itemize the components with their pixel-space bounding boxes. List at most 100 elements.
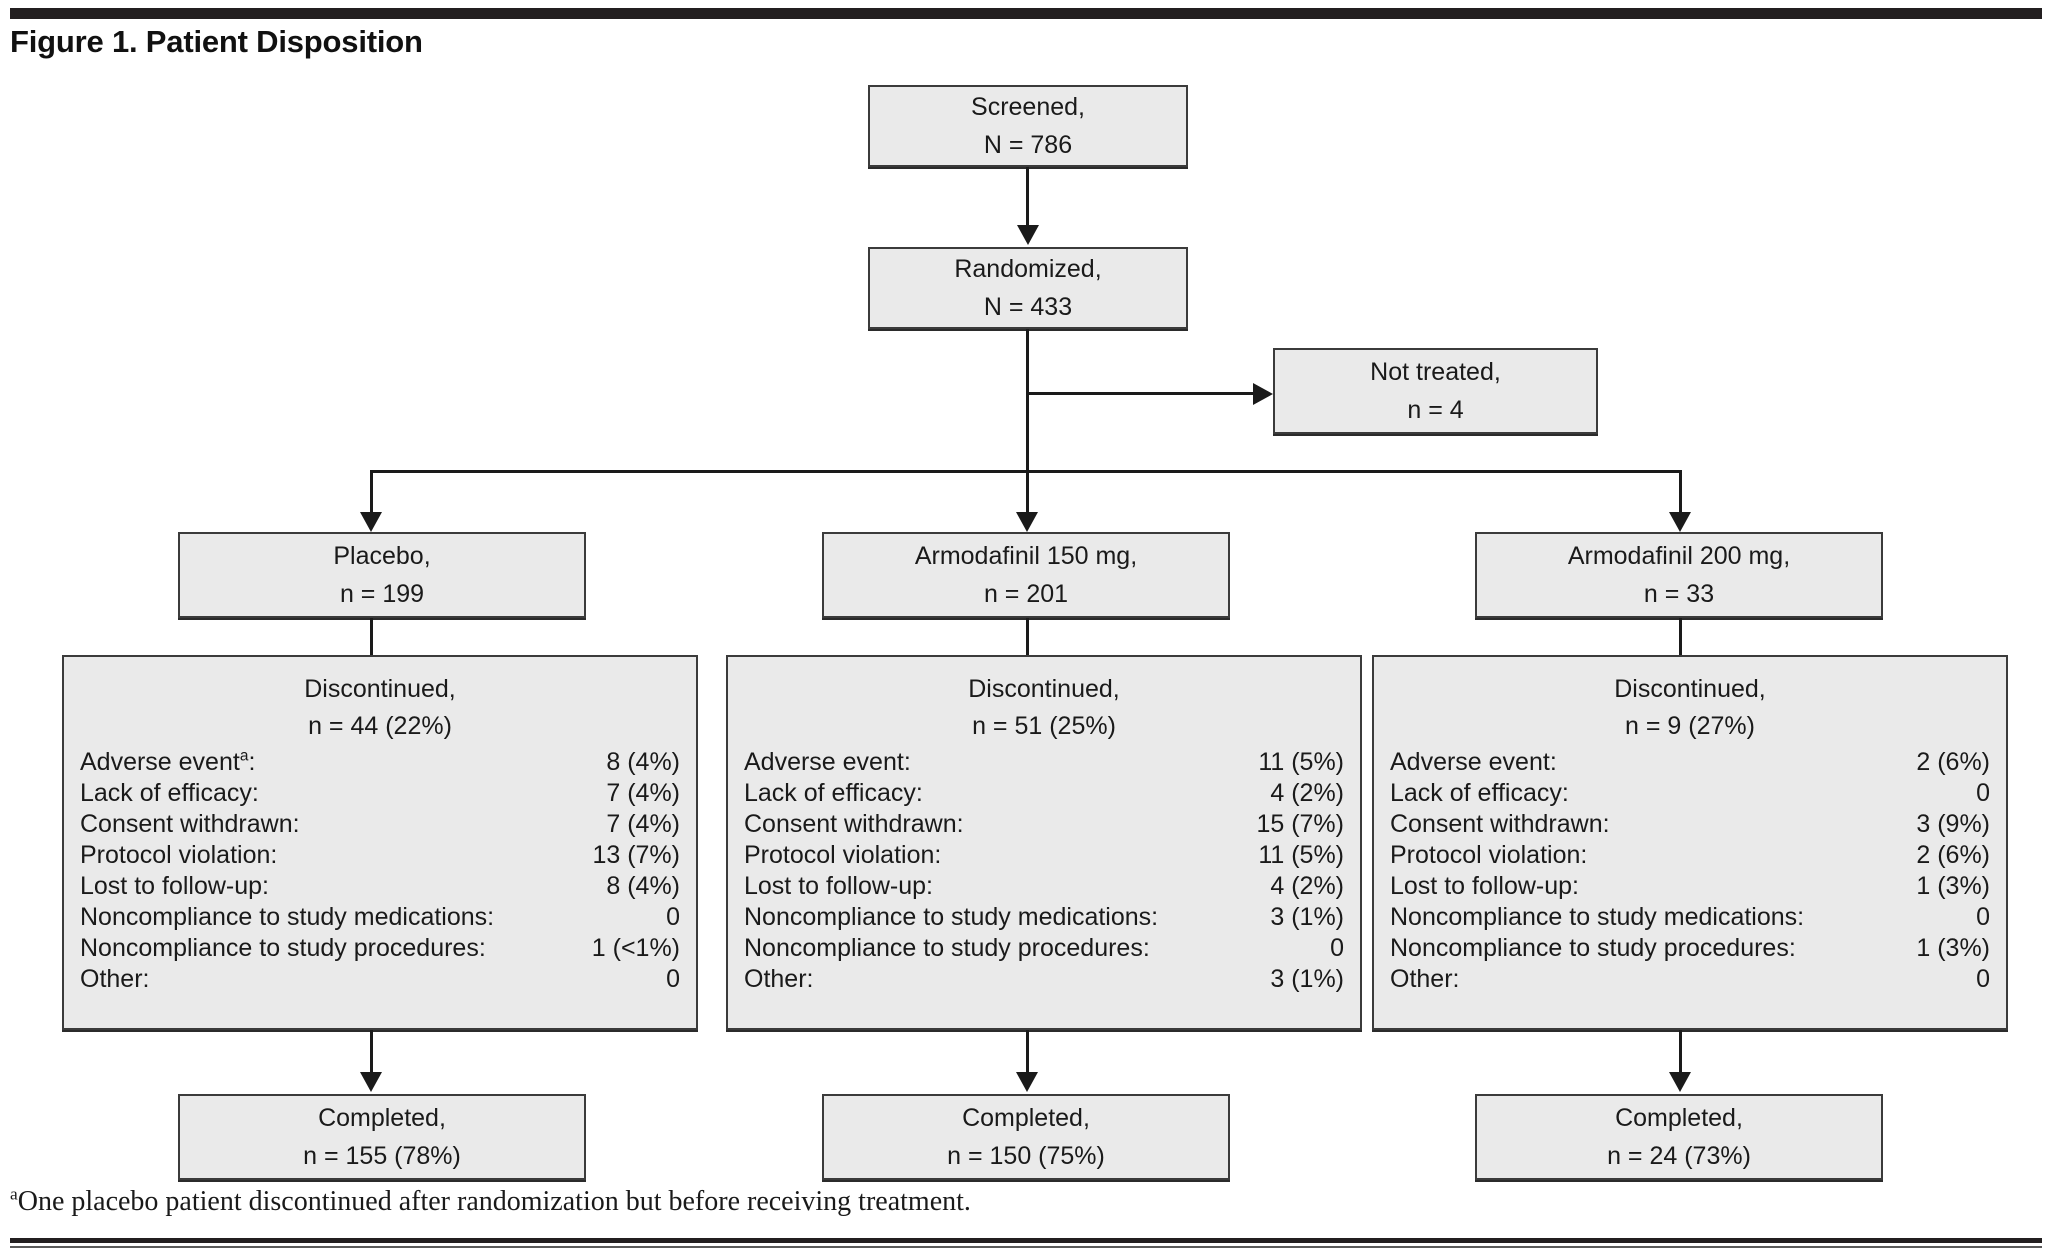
reason-row: Other: 0 [1390,964,1990,995]
armo150-reason-rows: Adverse event: 11 (5%) Lack of efficacy: 4 … [744,747,1344,995]
top-rule [10,8,2042,19]
reason-value: 11 (5%) [1258,748,1344,776]
reason-label: Protocol violation: [1390,841,1588,869]
node-not-treated-label: Not treated, [1370,358,1501,386]
reason-label: Other: [80,965,150,993]
reason-row: Noncompliance to study medications: 0 [1390,902,1990,933]
reason-value: 0 [1976,965,1990,993]
reason-value: 1 (3%) [1916,872,1990,900]
placebo-completed-count: n = 155 (78%) [303,1142,461,1170]
reason-label: Noncompliance to study medications: [1390,903,1805,931]
arrowhead-arm-armo200 [1669,512,1691,532]
footnote-marker: a [10,1184,18,1204]
reason-label: Adverse event: [744,748,911,776]
node-arm-armodafinil-200: Armodafinil 200 mg, n = 33 [1475,532,1883,618]
reason-row: Noncompliance to study medications: 0 [80,902,680,933]
reason-row: Lost to follow-up:4 (2%) [744,871,1344,902]
reason-row: Adverse eventa: 8 (4%) [80,747,680,778]
arm-armo150-enrolled: n = 201 [983,580,1069,608]
reason-label: Noncompliance to study procedures: [744,934,1150,962]
reason-footnote-marker: a [239,747,249,765]
reason-value: 8 (4%) [606,748,680,776]
armo150-discontinued-label: Discontinued, [968,675,1120,703]
reason-label: Adverse event: [1390,748,1557,776]
reason-label: Lost to follow-up: [744,872,933,900]
reason-label: Other: [744,965,814,993]
figure-footnote: aOne placebo patient discontinued after … [10,1184,971,1218]
reason-value: 7 (4%) [606,810,680,838]
connector-armo200-completed [1679,1030,1682,1078]
reason-label: Lack of efficacy: [80,779,259,807]
reason-row: Adverse event: 2 (6%) [1390,747,1990,778]
reason-row: Noncompliance to study procedures: 0 [744,933,1344,964]
placebo-reason-table: Adverse eventa: 8 (4%) Lack of efficacy: 7 … [80,747,680,995]
reason-value: 7 (4%) [606,779,680,807]
reason-label: Other: [1390,965,1460,993]
reason-row: Adverse event: 11 (5%) [744,747,1344,778]
reason-row: Lack of efficacy: 4 (2%) [744,778,1344,809]
placebo-discontinued-label: Discontinued, [304,675,456,703]
connector-armo200-discontinued [1679,618,1682,658]
reason-label: Consent withdrawn: [1390,810,1610,838]
reason-row: Consent withdrawn: 7 (4%) [80,809,680,840]
arrowhead-arm-armo150 [1016,512,1038,532]
node-arm-placebo: Placebo, n = 199 [178,532,586,618]
reason-row: Noncompliance to study procedures:1 (3%) [1390,933,1990,964]
reason-row: Noncompliance to study medications: 3 (1%… [744,902,1344,933]
arm-armo200-name: Armodafinil 200 mg, [1567,542,1791,570]
node-screened-count: N = 786 [983,131,1073,159]
armo200-completed-label: Completed, [1615,1104,1743,1132]
reason-row: Lack of efficacy:0 [1390,778,1990,809]
reason-value: 2 (6%) [1916,748,1990,776]
node-randomized-label: Randomized, [954,255,1102,283]
reason-label: Noncompliance to study medications: [80,903,495,931]
panel-discontinued-armodafinil-150: Discontinued, n = 51 (25%) Adverse event… [726,655,1362,1030]
reason-label: Lost to follow-up: [1390,872,1579,900]
reason-row: Lack of efficacy: 7 (4%) [80,778,680,809]
reason-value: 0 [1976,779,1990,807]
connector-randomized-trunk [1026,329,1029,473]
reason-value: 2 (6%) [1916,841,1990,869]
reason-row: Consent withdrawn:15 (7%) [744,809,1344,840]
arm-placebo-enrolled: n = 199 [339,580,425,608]
arrowhead-armo150-completed [1016,1072,1038,1092]
bottom-rule [10,1238,2042,1243]
figure-title: Figure 1. Patient Disposition [10,24,423,59]
reason-row: Lost to follow-up:8 (4%) [80,871,680,902]
reason-label: Consent withdrawn: [80,810,300,838]
connector-armo150-completed [1026,1030,1029,1078]
reason-value: 3 (1%) [1270,903,1344,931]
connector-screened-randomized [1026,167,1029,227]
reason-value: 4 (2%) [1270,779,1344,807]
armo150-reason-table: Adverse event: 11 (5%) Lack of efficacy: 4 … [744,747,1344,995]
reason-value: 0 [666,903,680,931]
arrowhead-armo200-completed [1669,1072,1691,1092]
reason-value: 11 (5%) [1258,841,1344,869]
reason-label: Noncompliance to study procedures: [1390,934,1796,962]
reason-label: Lack of efficacy: [744,779,923,807]
arrowhead-randomized [1017,225,1039,245]
connector-branch-mid [1026,470,1029,516]
connector-placebo-completed [370,1030,373,1078]
connector-armo150-discontinued [1026,618,1029,658]
reason-value: 8 (4%) [606,872,680,900]
reason-label: Protocol violation: [744,841,942,869]
node-screened: Screened, N = 786 [868,85,1188,167]
node-randomized-count: N = 433 [983,293,1073,321]
armo150-discontinued-count: n = 51 (25%) [972,712,1116,740]
reason-value: 15 (7%) [1256,810,1344,838]
node-arm-armodafinil-150: Armodafinil 150 mg, n = 201 [822,532,1230,618]
reason-label: Noncompliance to study medications: [744,903,1159,931]
reason-value: 1 (<1%) [591,934,680,962]
reason-value: 0 [666,965,680,993]
reason-value: 3 (9%) [1916,810,1990,838]
arm-armo150-name: Armodafinil 150 mg, [914,542,1138,570]
panel-discontinued-placebo: Discontinued, n = 44 (22%) Adverse event… [62,655,698,1030]
reason-value: 0 [1976,903,1990,931]
reason-value: 0 [1330,934,1344,962]
reason-label: Adverse eventa: [80,747,256,776]
reason-row: Noncompliance to study procedures:1 (<1%… [80,933,680,964]
placebo-reason-rows: Adverse eventa: 8 (4%) Lack of efficacy: 7 … [80,747,680,995]
